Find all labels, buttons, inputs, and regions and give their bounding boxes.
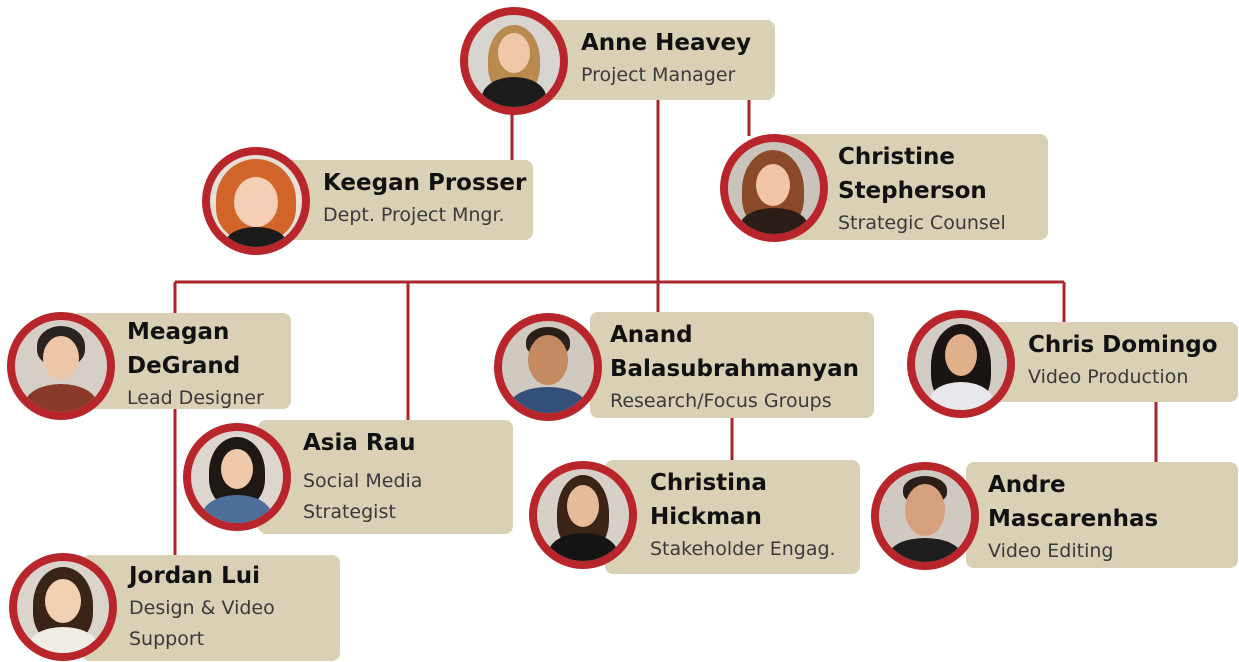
person-name-line-1: Christine <box>838 144 956 170</box>
person-role-line-2: Strategist <box>303 501 396 523</box>
person-role-line-1: Social Media <box>303 470 423 492</box>
person-role: Video Production <box>1028 366 1189 388</box>
person-name-line-1: Meagan <box>127 319 230 345</box>
person-role: Dept. Project Mngr. <box>323 204 505 226</box>
person-role: Stakeholder Engag. <box>650 538 836 560</box>
person-name: Asia Rau <box>303 430 416 456</box>
photo-of-anne-heavey <box>460 7 568 115</box>
person-role: Research/Focus Groups <box>610 390 832 412</box>
photo-of-chris-domingo <box>907 310 1015 418</box>
photo-of-keegan-prosser <box>202 147 310 255</box>
photo-of-meagan-degrand <box>7 312 115 420</box>
person-name-line-2: DeGrand <box>127 353 241 379</box>
person-name-line-1: Christina <box>650 470 767 496</box>
person-name-line-2: Balasubrahmanyan <box>610 356 859 382</box>
card-keegan-prosser: Keegan Prosser Dept. Project Mngr. <box>265 160 533 240</box>
person-role: Lead Designer <box>127 387 264 409</box>
photo-of-anand <box>494 313 602 421</box>
person-name-line-2: Mascarenhas <box>988 506 1159 532</box>
person-name-line-1: Andre <box>988 472 1066 498</box>
person-name-line-2: Stepherson <box>838 178 987 204</box>
photo-of-jordan-lui <box>9 553 117 661</box>
photo-of-asia-rau <box>183 423 291 531</box>
photo-of-christine-stepherson <box>720 134 828 242</box>
card-andre-mascarenhas: Andre Mascarenhas Video Editing <box>966 462 1238 568</box>
person-role-line-1: Design & Video <box>129 597 275 619</box>
person-name: Anne Heavey <box>581 30 752 56</box>
card-anand-balasubrahmanyan: Anand Balasubrahmanyan Research/Focus Gr… <box>590 312 874 418</box>
photo-of-christina-hickman <box>529 461 637 569</box>
card-christina-hickman: Christina Hickman Stakeholder Engag. <box>605 460 860 574</box>
person-role-line-2: Support <box>129 628 205 650</box>
person-name: Jordan Lui <box>129 563 260 589</box>
person-name-line-1: Anand <box>610 322 693 348</box>
card-jordan-lui: Jordan Lui Design & Video Support <box>82 555 340 661</box>
photo-of-andre-mascarenhas <box>871 462 979 570</box>
person-name-line-2: Hickman <box>650 504 762 530</box>
person-role: Video Editing <box>988 540 1114 562</box>
person-role: Strategic Counsel <box>838 212 1006 234</box>
person-name: Chris Domingo <box>1028 332 1218 358</box>
person-name: Keegan Prosser <box>323 170 527 196</box>
card-asia-rau: Asia Rau Social Media Strategist <box>258 420 513 534</box>
person-role: Project Manager <box>581 64 736 86</box>
